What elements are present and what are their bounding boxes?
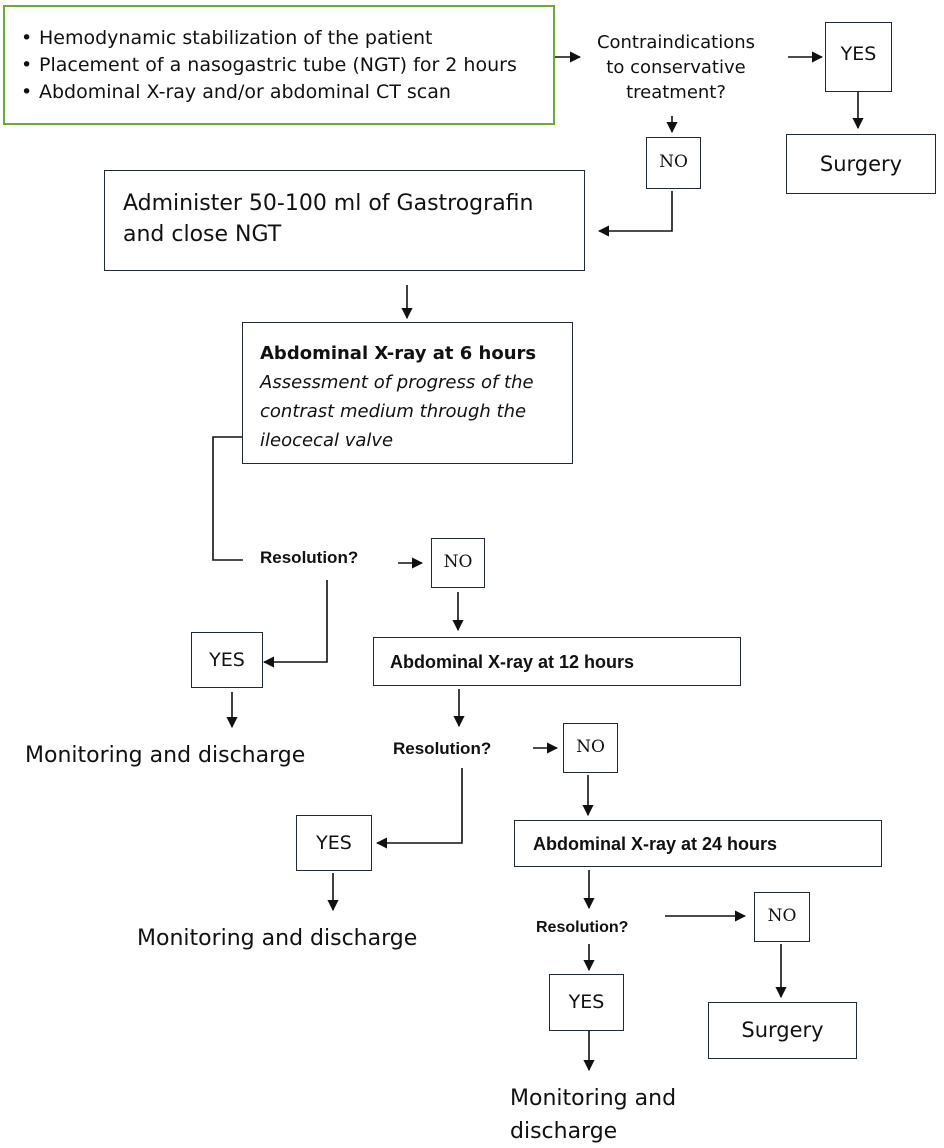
monitoring-6h: Monitoring and discharge <box>25 743 306 768</box>
initial-step-2: Placement of a nasogastric tube (NGT) fo… <box>19 52 553 79</box>
contraindications-line-1: Contraindications <box>596 32 756 53</box>
resolution-12h-question: Resolution? <box>393 739 492 758</box>
initial-step-1: Hemodynamic stabilization of the patient <box>19 25 553 52</box>
monitoring-24h-line-1: Monitoring and <box>510 1086 677 1111</box>
xray-6h-text: Abdominal X-ray at 6 hours Assessment of… <box>260 339 536 455</box>
yes-6h-box <box>191 632 263 688</box>
arrow-resolution12-to-yes <box>375 768 463 849</box>
yes-24h-box <box>549 974 624 1031</box>
surgery-bottom-label: Surgery <box>741 1018 824 1042</box>
no-24h-label: NO <box>767 906 797 926</box>
arrow-resolution6-to-yes <box>262 580 328 668</box>
xray-6h-note-2: contrast medium through the <box>260 401 527 422</box>
line-xray6-to-resolution <box>212 436 243 561</box>
gastrografin-box <box>104 170 585 271</box>
gastrografin-line-1: Administer 50-100 ml of Gastrografin <box>123 191 534 216</box>
surgery-top-label: Surgery <box>819 152 903 176</box>
xray-6h-box <box>242 322 573 464</box>
no-6h-box <box>431 538 485 588</box>
no-contraindications-box <box>646 137 701 189</box>
contraindications-line-2: to conservative <box>606 57 746 78</box>
xray-12h-title: Abdominal X-ray at 12 hours <box>390 652 635 672</box>
yes-contraindications-box <box>825 22 892 92</box>
xray-24h-title: Abdominal X-ray at 24 hours <box>533 834 778 854</box>
monitoring-24h-line-2: discharge <box>510 1119 618 1144</box>
no-contraindications-label: NO <box>659 152 688 172</box>
surgery-top-box <box>786 134 936 194</box>
no-6h-label: NO <box>443 552 473 572</box>
yes-12h-label: YES <box>316 832 352 854</box>
surgery-bottom-box <box>708 1002 857 1059</box>
contraindications-question: Contraindications to conservative treatm… <box>586 30 766 105</box>
resolution-24h-question: Resolution? <box>536 919 629 936</box>
contraindications-line-3: treatment? <box>626 82 726 103</box>
no-12h-label: NO <box>576 737 605 757</box>
initial-management-box: Hemodynamic stabilization of the patient… <box>3 5 555 125</box>
monitoring-24h: Monitoring and discharge <box>510 1082 676 1148</box>
yes-6h-label: YES <box>209 649 245 671</box>
xray-24h-box <box>514 820 882 867</box>
resolution-6h-question: Resolution? <box>260 548 359 567</box>
xray-6h-note-1: Assessment of progress of the <box>260 372 534 393</box>
yes-24h-label: YES <box>568 991 605 1013</box>
no-24h-box <box>754 892 810 942</box>
initial-step-3: Abdominal X-ray and/or abdominal CT scan <box>19 79 553 106</box>
initial-management-list: Hemodynamic stabilization of the patient… <box>19 25 553 106</box>
yes-12h-box <box>296 815 372 871</box>
arrow-no-to-gastrografin <box>597 191 673 237</box>
yes-contraindications-label: YES <box>840 43 877 65</box>
gastrografin-line-2: and close NGT <box>123 222 282 247</box>
xray-12h-box <box>373 637 741 686</box>
monitoring-12h: Monitoring and discharge <box>137 926 418 951</box>
xray-6h-title: Abdominal X-ray at 6 hours <box>260 343 537 364</box>
xray-6h-note-3: ileocecal valve <box>260 430 394 451</box>
no-12h-box <box>563 723 618 773</box>
gastrografin-text: Administer 50-100 ml of Gastrografin and… <box>123 188 533 250</box>
